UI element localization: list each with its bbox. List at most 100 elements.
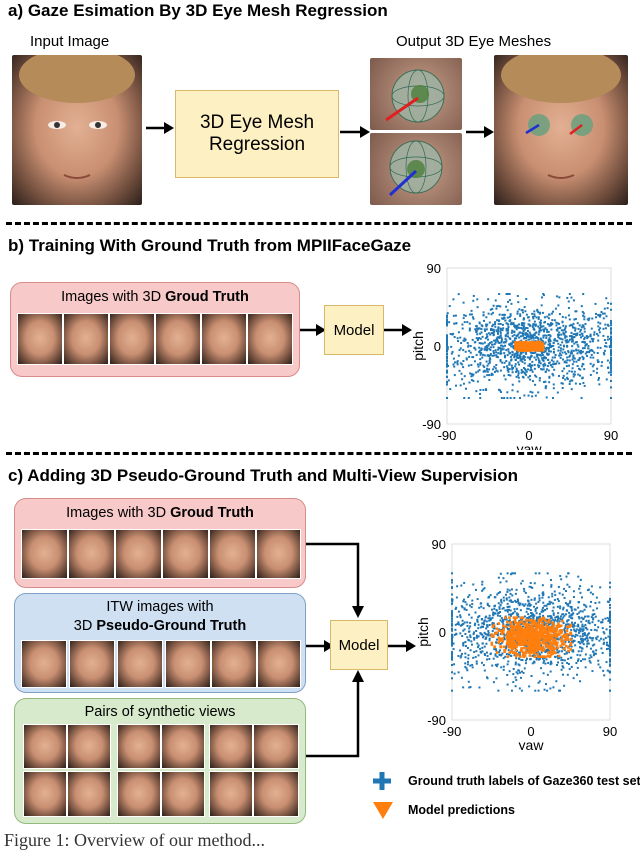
data-point [505, 645, 508, 648]
data-point [492, 333, 495, 336]
data-point [553, 590, 556, 593]
face-thumb [161, 724, 205, 769]
data-point [571, 352, 574, 355]
data-point [605, 648, 608, 651]
data-point [465, 358, 468, 361]
data-point [526, 607, 529, 610]
data-point [561, 665, 564, 668]
data-point [450, 352, 453, 355]
data-point [494, 653, 497, 656]
data-point [507, 350, 510, 353]
data-point [556, 648, 559, 651]
data-point [556, 615, 559, 618]
data-point [556, 322, 559, 325]
data-point [558, 630, 561, 633]
data-point [504, 344, 507, 347]
itw-title-line2: 3D Pseudo-Ground Truth [15, 618, 305, 634]
data-point [517, 636, 520, 640]
data-point [510, 364, 513, 367]
data-point [569, 624, 573, 627]
data-point [531, 654, 534, 657]
data-point [508, 616, 511, 619]
data-point [596, 359, 599, 362]
data-point [490, 313, 493, 316]
data-point [504, 338, 507, 341]
data-point [562, 331, 565, 334]
input-image-label: Input Image [30, 33, 110, 50]
data-point [475, 325, 478, 328]
data-point [544, 662, 547, 665]
data-point [522, 655, 526, 659]
data-point [519, 397, 522, 399]
data-point [525, 335, 528, 338]
data-point [488, 614, 491, 617]
data-point [557, 638, 560, 641]
data-point [498, 629, 501, 632]
data-point [595, 371, 598, 374]
data-point [473, 638, 476, 641]
data-point [597, 334, 600, 337]
data-point [518, 604, 521, 607]
data-point [515, 679, 518, 682]
data-point [507, 293, 510, 295]
data-point [531, 391, 534, 394]
face-thumb [161, 771, 205, 817]
data-point [544, 380, 547, 383]
data-point [555, 629, 558, 633]
data-point [499, 334, 502, 337]
data-point [557, 622, 560, 625]
data-point [560, 637, 563, 641]
data-point [476, 363, 479, 366]
data-point [538, 632, 542, 636]
data-point [548, 337, 551, 340]
data-point [563, 633, 566, 637]
data-point [483, 631, 486, 634]
data-point [576, 332, 579, 335]
data-point [578, 350, 581, 353]
data-point [591, 618, 594, 621]
data-point [470, 616, 473, 619]
panel-ground-truth-c: Images with 3D Groud Truth [14, 498, 306, 588]
data-point [491, 307, 494, 310]
data-point [492, 352, 495, 355]
data-point [532, 327, 535, 330]
data-point [546, 323, 549, 326]
face-thumb [23, 724, 67, 769]
data-point [520, 616, 523, 619]
data-point [515, 624, 519, 628]
data-point [480, 347, 483, 350]
data-point [552, 606, 555, 609]
data-point [551, 626, 555, 630]
data-point [491, 630, 494, 633]
data-point [542, 325, 545, 328]
data-point [536, 606, 539, 609]
data-point [483, 348, 486, 351]
data-point [564, 316, 567, 319]
data-point [501, 317, 504, 320]
data-point [558, 656, 561, 659]
data-point [493, 612, 496, 615]
data-point [538, 359, 541, 362]
data-point [568, 359, 571, 362]
data-point [507, 633, 511, 637]
data-point [499, 389, 502, 392]
data-point [536, 355, 539, 358]
data-point [481, 342, 484, 345]
data-point [496, 593, 499, 596]
data-point [609, 629, 611, 632]
data-point [590, 337, 593, 340]
data-point [481, 580, 484, 583]
data-point [479, 392, 482, 395]
data-point [459, 649, 462, 652]
data-point [495, 354, 498, 357]
data-point [511, 368, 514, 371]
data-point [507, 370, 510, 373]
data-point [565, 575, 568, 578]
data-point [476, 646, 479, 649]
data-point [501, 619, 504, 622]
data-point [483, 354, 486, 357]
data-point [542, 606, 545, 609]
data-point [535, 618, 538, 621]
data-point [540, 632, 543, 636]
data-point [538, 329, 541, 332]
